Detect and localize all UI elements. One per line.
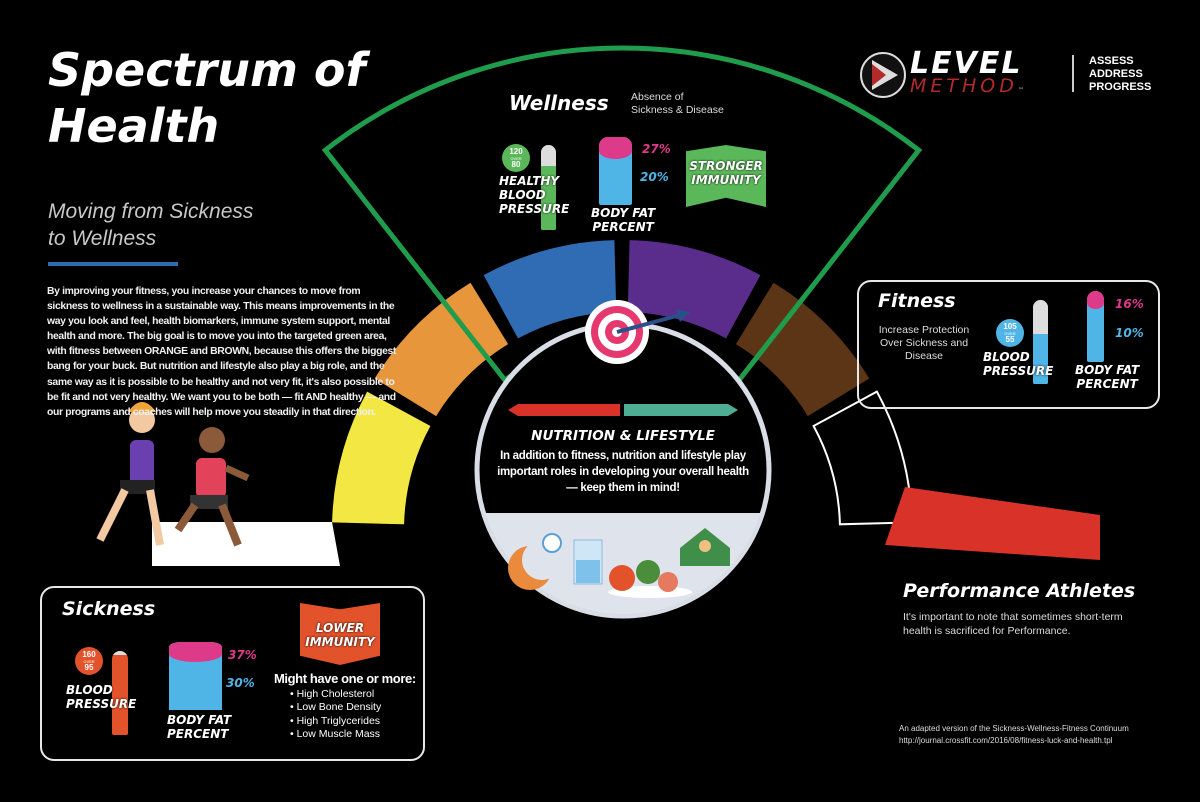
healthy-food-icon: [608, 560, 692, 598]
spectrum-segment-orange: [374, 282, 509, 417]
logo-word-method: METHOD™: [910, 75, 1028, 97]
spectrum-segment-white: [812, 390, 913, 526]
fitness-bp-bar: [1033, 300, 1048, 384]
wellness-bp-bar: [541, 145, 556, 230]
wellness-bodyfat-high: 27%: [642, 142, 671, 156]
sickness-title: Sickness: [62, 598, 156, 620]
spectrum-segment-blue: [483, 240, 617, 339]
fitness-title: Fitness: [878, 290, 956, 312]
teal-arrow-bar: [624, 404, 738, 416]
fitness-bodyfat-low: 10%: [1115, 326, 1144, 340]
list-item: • High Cholesterol: [290, 688, 375, 700]
sickness-bodyfat-bar: [169, 642, 222, 710]
water-glass-icon: [573, 539, 603, 585]
performance-title: Performance Athletes: [903, 580, 1136, 602]
wellness-bodyfat-bar: [599, 137, 632, 205]
meditation-icon: [680, 528, 730, 566]
sickness-risk-list: • High Cholesterol • Low Bone Density • …: [290, 688, 381, 741]
subtitle-underline: [48, 262, 178, 266]
list-item: • Low Bone Density: [290, 701, 382, 714]
red-arrow-bar: [508, 404, 620, 416]
moon-icon: [508, 540, 562, 590]
lower-immunity-badge: [300, 603, 380, 665]
fitness-panel: [857, 280, 1160, 409]
sickness-bp-bar: [112, 651, 128, 735]
stronger-immunity-badge: [686, 145, 766, 207]
target-icon: [585, 300, 690, 364]
right-red-tail: [885, 487, 1100, 560]
spectrum-arc: [332, 240, 913, 526]
wellness-bodyfat-low: 20%: [640, 170, 669, 184]
spectrum-segment-yellow: [332, 391, 431, 525]
wellness-title: Wellness: [509, 91, 609, 115]
spectrum-segment-purple: [627, 240, 761, 339]
sickness-panel: [40, 586, 425, 761]
sickness-list-title: Might have one or more:: [274, 671, 416, 686]
fitness-bodyfat-bar: [1087, 291, 1104, 362]
clock-icon: [542, 533, 562, 553]
sickness-bodyfat-high: 37%: [228, 648, 257, 662]
fitness-bodyfat-high: 16%: [1115, 297, 1144, 311]
list-item: • High Triglycerides: [290, 714, 381, 727]
runners-illustration: [96, 402, 250, 547]
nutrition-text: In addition to fitness, nutrition and li…: [497, 450, 749, 494]
nutrition-title: NUTRITION & LIFESTYLE: [531, 428, 715, 444]
logo-word-level: LEVEL: [910, 46, 1023, 81]
intro-text: By improving your fitness, you increase …: [47, 286, 397, 418]
level-method-logo-icon: [860, 52, 906, 98]
list-item: • Low Muscle Mass: [290, 727, 381, 740]
sickness-bodyfat-low: 30%: [226, 676, 255, 690]
performance-text: It's important to note that sometimes sh…: [903, 611, 1123, 637]
left-white-tail: [152, 522, 340, 566]
spectrum-segment-brown: [735, 282, 870, 417]
source-link[interactable]: http://journal.crossfit.com/2016/08/fitn…: [899, 736, 1113, 745]
source-footer: An adapted version of the Sickness-Welln…: [899, 724, 1129, 745]
